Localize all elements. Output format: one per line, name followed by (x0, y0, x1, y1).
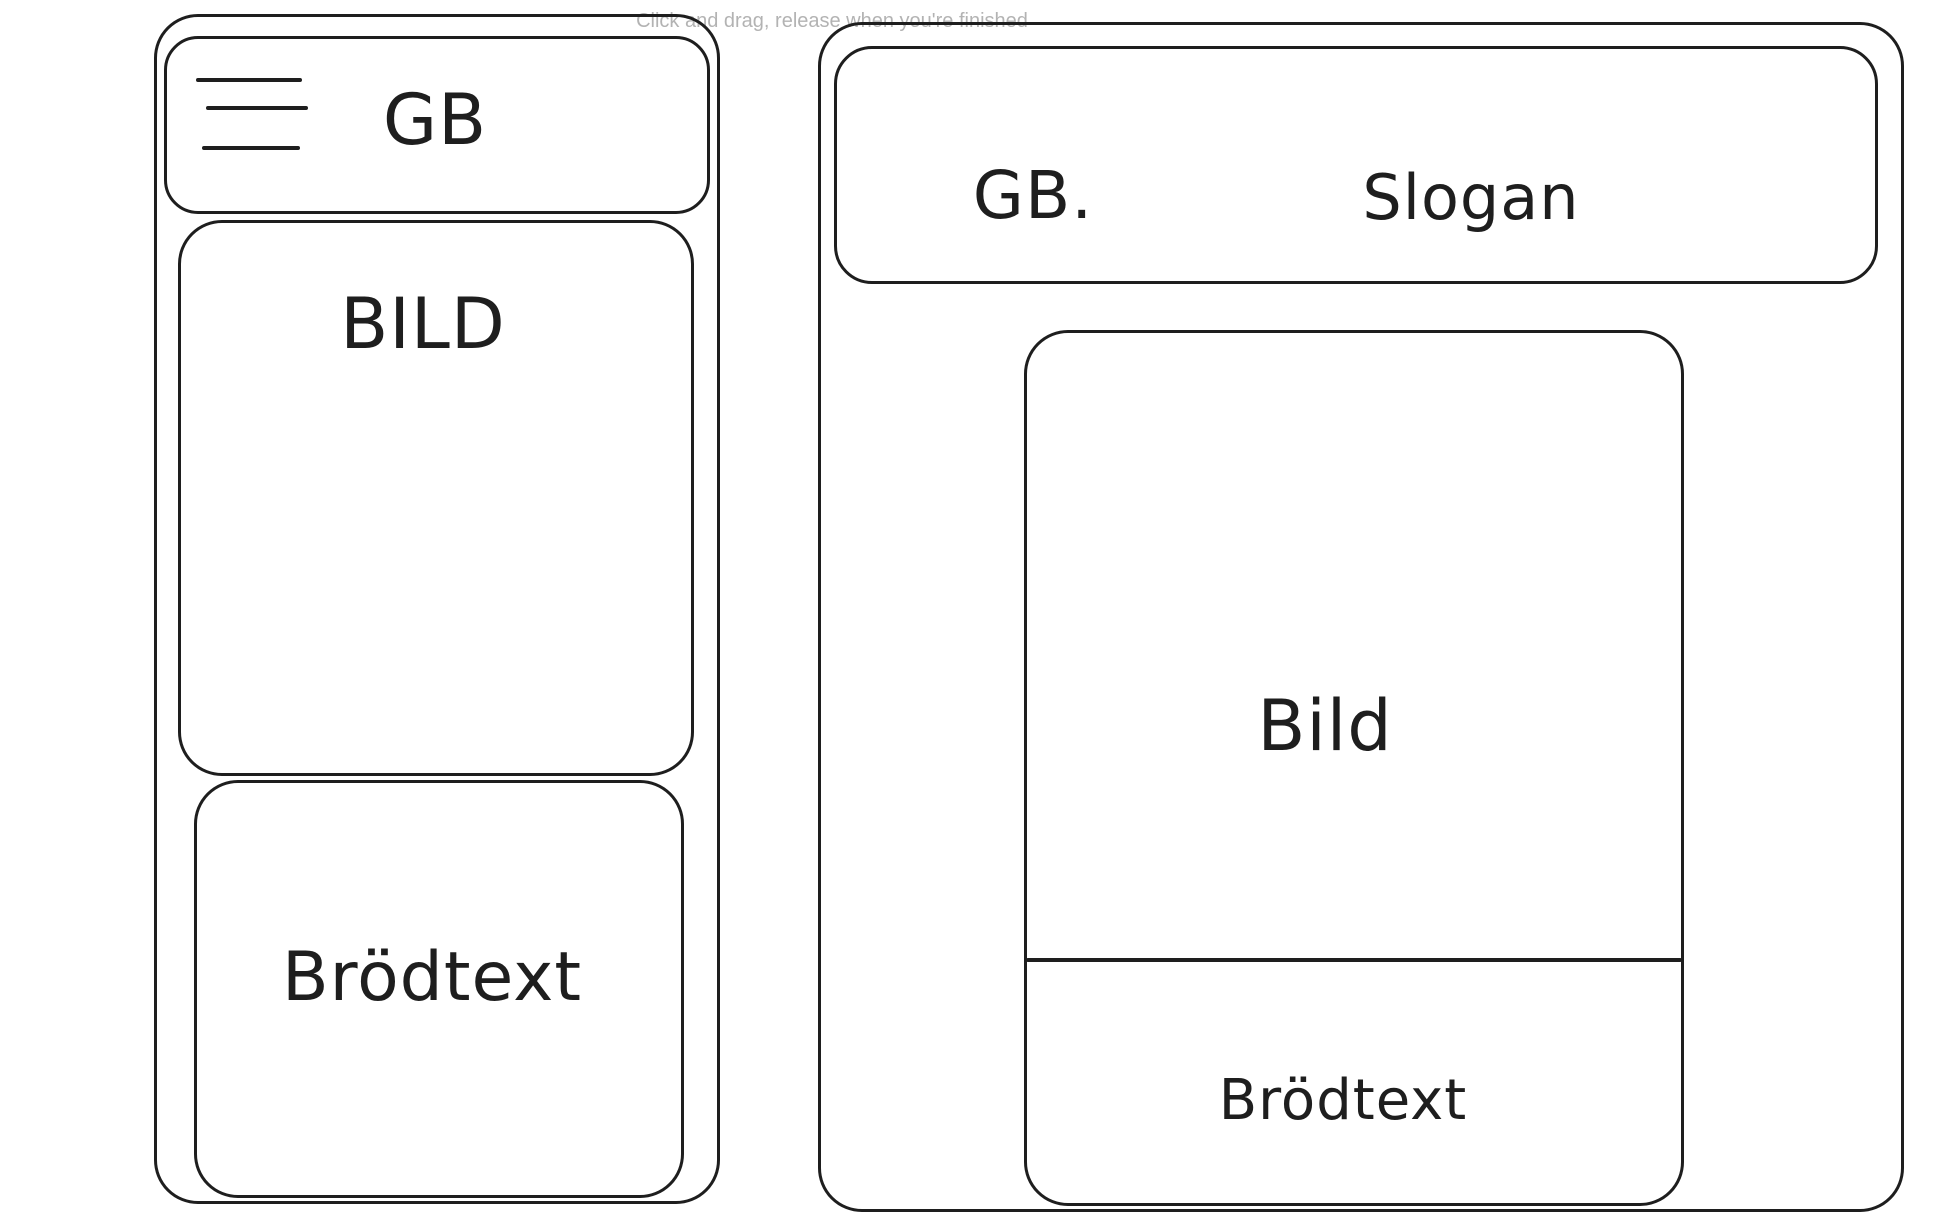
desktop-image-label: Bild (1257, 685, 1393, 767)
mobile-body-text-box[interactable] (194, 780, 684, 1198)
desktop-content-card[interactable] (1024, 330, 1684, 1206)
mobile-frame[interactable] (154, 14, 720, 1204)
mobile-header[interactable] (164, 36, 710, 214)
desktop-slogan: Slogan (1362, 161, 1580, 234)
desktop-frame[interactable] (818, 22, 1904, 1212)
desktop-body-text-label: Brödtext (1218, 1068, 1468, 1133)
desktop-header[interactable] (834, 46, 1878, 284)
mobile-image-placeholder[interactable] (178, 220, 694, 776)
mobile-body-text-label: Brödtext (281, 938, 583, 1017)
mobile-logo: GB (382, 79, 488, 161)
desktop-card-divider (1026, 958, 1682, 962)
hamburger-menu-icon[interactable] (192, 74, 316, 154)
mobile-image-label: BILD (340, 283, 506, 365)
desktop-logo: GB. (972, 157, 1094, 234)
